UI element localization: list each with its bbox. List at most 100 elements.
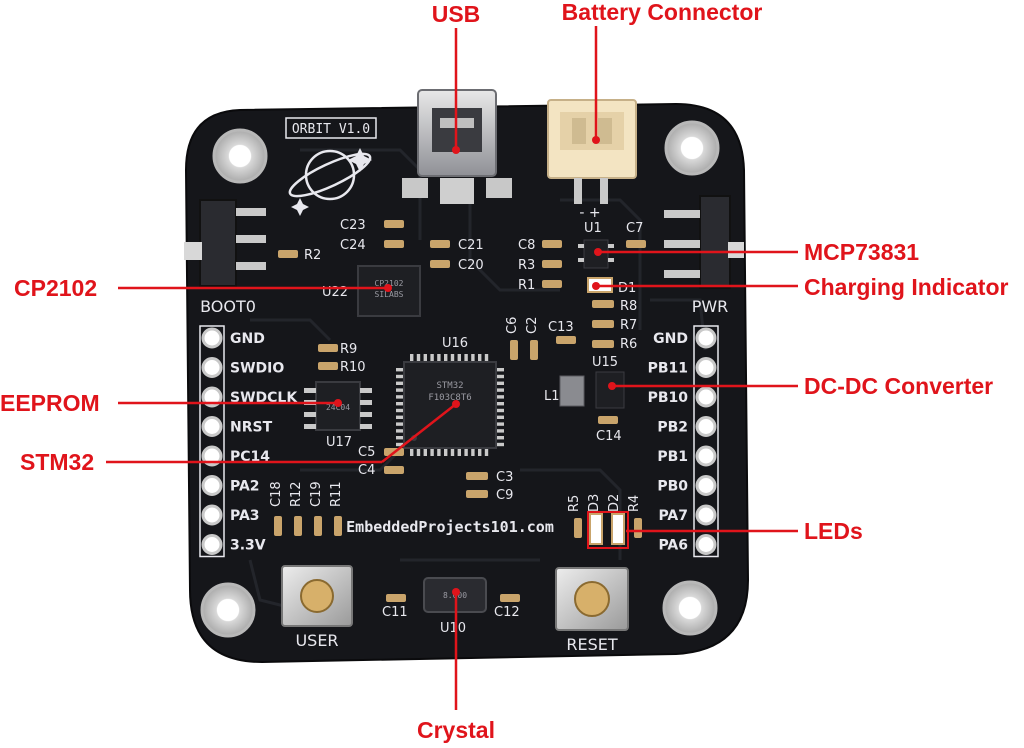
callout-lines (106, 26, 798, 710)
right-header-pin-label: PB2 (657, 420, 688, 436)
status-leds (589, 513, 625, 545)
stm32-pin (496, 402, 504, 406)
stm32-pin (496, 388, 504, 392)
reset-label: RESET (566, 635, 617, 654)
label-c8: C8 (518, 238, 535, 253)
stm32-pin (396, 368, 404, 372)
right-header-pin-label: PB1 (657, 449, 688, 465)
callout-charging-indicator: Charging Indicator (804, 274, 1009, 300)
label-r1: R1 (518, 278, 535, 293)
label-c13: C13 (548, 320, 574, 335)
callout-leds: LEDs (804, 518, 863, 544)
dcdc-chip (559, 371, 625, 409)
stm32-pin (396, 408, 404, 413)
right-header-pin-label: PA6 (658, 538, 688, 554)
left-header-pin-hole (201, 475, 223, 496)
stm32-pin (396, 442, 404, 447)
stm32-pin (396, 374, 404, 379)
stm32-pin (496, 408, 504, 413)
stm32-pin (478, 354, 482, 362)
label-u1: U1 (584, 221, 602, 236)
left-header-pin-hole (201, 534, 223, 555)
label-d3: D3 (587, 494, 602, 512)
stm32-pin (478, 448, 482, 456)
label-c19: C19 (309, 481, 324, 507)
callout-mcp73831: MCP73831 (804, 239, 919, 265)
stm32-pin (464, 354, 468, 362)
label-u16: U16 (442, 336, 468, 351)
label-c21: C21 (458, 238, 484, 253)
stm32-pin (444, 354, 448, 362)
stm32-pin (423, 354, 427, 362)
battery-connector (547, 99, 637, 204)
label-c9: C9 (496, 488, 513, 503)
left-header-pin-hole (201, 357, 223, 378)
label-c23: C23 (340, 218, 366, 233)
passive-components (274, 220, 646, 602)
label-r7: R7 (620, 318, 637, 333)
label-r3: R3 (518, 258, 535, 273)
callout-crystal: Crystal (417, 717, 495, 743)
stm32-pin (496, 374, 504, 379)
stm32-pin (496, 442, 504, 447)
boot0-label: BOOT0 (200, 297, 256, 316)
stm32-pin (484, 354, 489, 362)
label-c4: C4 (358, 463, 375, 478)
right-header-pin-hole (695, 534, 717, 555)
stm32-pin (396, 436, 404, 440)
stm32-pin (396, 429, 404, 433)
stm32-pin (496, 395, 504, 399)
right-header-pin-hole (695, 504, 717, 526)
label-r10: R10 (340, 360, 366, 375)
right-header-pin-hole (695, 445, 717, 467)
right-header-pin-label: PB0 (657, 479, 688, 495)
stm32-chip: STM32 F103C8T6 (396, 354, 504, 456)
callout-battery-connector: Battery Connector (562, 0, 763, 25)
stm32-pin (396, 422, 404, 426)
stm32-pin (496, 422, 504, 426)
left-header-pin-label: SWDIO (230, 361, 284, 377)
label-c24: C24 (340, 238, 366, 253)
callout-usb: USB (432, 1, 481, 27)
stm32-pin (437, 354, 441, 362)
stm32-pin (430, 448, 434, 456)
stm32-pin (410, 448, 414, 456)
boot0-switch (184, 199, 266, 287)
stm32-pin (444, 448, 448, 456)
right-header-pin-hole (695, 357, 717, 378)
right-header-pin-label: PB10 (648, 390, 689, 406)
right-header-pin-hole (695, 386, 717, 408)
label-c20: C20 (458, 258, 484, 273)
leds-highlight (587, 511, 629, 549)
stm32-pin (464, 448, 468, 456)
label-r5: R5 (567, 495, 582, 512)
callout-cp2102: CP2102 (14, 275, 97, 301)
planet-logo (288, 148, 372, 216)
designators: C23 C24 C21 C20 R2 U22 C8 R3 R1 U1 C7 D1… (269, 218, 643, 636)
stm32-pin (396, 395, 404, 399)
stm32-pin (471, 354, 475, 362)
right-header-pin-hole (695, 475, 717, 496)
stm32-pin (457, 448, 461, 456)
label-r6: R6 (620, 337, 637, 352)
right-header-frame (693, 325, 719, 558)
stm32-pin (457, 354, 461, 362)
label-u17: U17 (326, 435, 352, 450)
right-header-pin-label: PA7 (658, 508, 688, 524)
left-header-pin-hole (201, 386, 223, 408)
label-r4: R4 (627, 495, 642, 512)
left-header-pin-label: NRST (230, 420, 273, 436)
label-r12: R12 (289, 481, 304, 507)
website-text: EmbeddedProjects101.com (346, 518, 554, 536)
stm32-pin (396, 415, 404, 419)
label-r9: R9 (340, 342, 357, 357)
label-c3: C3 (496, 470, 513, 485)
label-c11: C11 (382, 605, 408, 620)
svg-text:SILABS: SILABS (375, 290, 404, 299)
left-header-pin-hole (201, 327, 223, 349)
reset-button (555, 567, 629, 631)
left-header-pin-label: PA3 (230, 508, 260, 524)
eeprom-chip: 24C04 (304, 381, 372, 431)
label-r8: R8 (620, 299, 637, 314)
